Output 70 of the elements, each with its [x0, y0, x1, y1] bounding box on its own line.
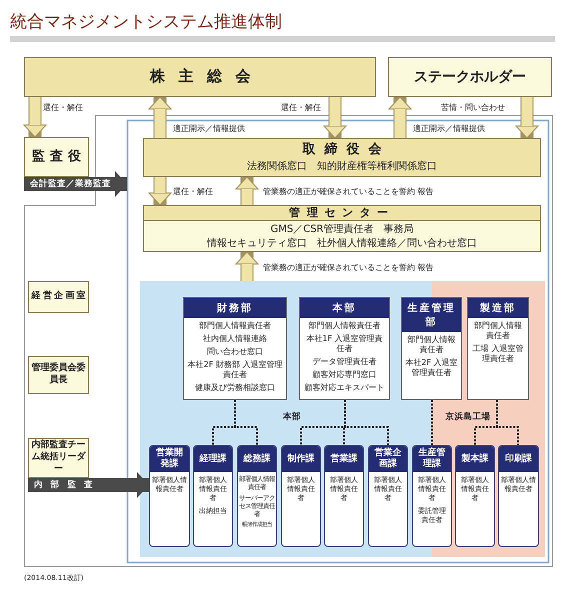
department-box [299, 297, 390, 400]
edge-label: 管業務の適正が確保されていることを誓約 報告 [263, 187, 434, 197]
role-text: 本社2F 財務部 入退室管理責任者 [186, 360, 284, 380]
department-box [183, 297, 287, 400]
edge-label: 選任・解任 [281, 103, 321, 113]
section-box [237, 445, 277, 547]
box-title: 管理委員会委員長 [30, 363, 86, 387]
header-bar: 管理センター [144, 206, 540, 221]
section-box [368, 445, 408, 547]
role-text: 部門個人情報責任者 [473, 321, 523, 341]
edge-label: 会計監査／業務監査 [30, 179, 111, 189]
area-label: 本部 [282, 411, 302, 423]
role-text: 顧客対応専門窓口 [312, 370, 378, 380]
role-text: 顧客対応エキスパート [304, 383, 386, 393]
department-header: 生産管理部 [402, 298, 461, 332]
box-title: 経営企画室 [32, 291, 88, 303]
section-header: 経理課 [194, 446, 232, 472]
section-box [455, 445, 495, 547]
section-header: 営業課 [325, 446, 363, 472]
role-text: 部門個人情報責任者 [198, 321, 272, 331]
role-text: 部門個人情報責任者 [406, 335, 456, 355]
edge-label: 苦情・問い合わせ [441, 103, 505, 113]
edge-label: 選任・解任 [173, 187, 213, 197]
role-text: 工場 入退室管理責任者 [472, 344, 524, 364]
edge-label: 選任・解任 [43, 103, 83, 113]
role-text: 健康及び労務相談窓口 [194, 383, 276, 393]
box-text: 情報セキュリティ窓口 社外個人情報連絡／問い合わせ窓口 [206, 237, 478, 251]
org-box [24, 137, 89, 177]
org-box [143, 205, 541, 252]
title: 統合マネジメントシステム推進体制 [10, 11, 282, 33]
section-box [281, 445, 321, 547]
org-box [143, 138, 541, 177]
section-header: 印刷課 [499, 446, 538, 472]
section-box [193, 445, 233, 547]
section-box [412, 445, 452, 547]
box-title: 内部監査チーム統括リーダー [30, 440, 87, 476]
box-title: ステークホルダー [414, 68, 526, 86]
edge-label: 適正開示／情報提供 [173, 124, 245, 134]
org-box [28, 356, 89, 394]
section-box [498, 445, 539, 547]
section-box [149, 445, 190, 547]
role-text: 問い合わせ窓口 [206, 347, 264, 357]
org-box [388, 57, 552, 97]
section-header: 営業企画課 [369, 446, 407, 472]
section-box [324, 445, 364, 547]
department-box [467, 297, 529, 400]
role-text: 本社2F 入退室管理責任者 [404, 358, 459, 378]
edge-label: 適正開示／情報提供 [413, 124, 485, 134]
role-text: 本社1F 入退室管理責任者 [305, 334, 384, 354]
box-title: 監査役 [32, 148, 86, 166]
department-box [401, 297, 462, 400]
box-title: 株主総会 [150, 67, 264, 87]
role-text: 社内個人情報連絡 [202, 334, 268, 344]
box-text: GMS／CSR管理責任者 事務局 [269, 223, 414, 237]
department-header: 財務部 [184, 298, 286, 318]
org-box [24, 57, 376, 97]
area-label: 京浜島工場 [444, 411, 492, 423]
section-header: 営業開発課 [150, 446, 189, 472]
department-header: 本部 [300, 298, 389, 318]
box-text: 法務関係窓口 知的財産権等権利関係窓口 [247, 160, 437, 173]
department-header: 製造部 [468, 298, 528, 318]
role-text: データ管理責任者 [312, 357, 378, 367]
box-title: 取締役会 [302, 142, 391, 159]
edge-label: 管業務の適正が確保されていることを誓約 報告 [263, 263, 434, 273]
section-header: 生産管理課 [413, 446, 451, 472]
section-header: 総務課 [238, 446, 276, 472]
org-box [28, 281, 89, 313]
role-text: 部門個人情報責任者 [308, 321, 382, 331]
section-header: 制作課 [282, 446, 320, 472]
section-header: 製本課 [456, 446, 494, 472]
